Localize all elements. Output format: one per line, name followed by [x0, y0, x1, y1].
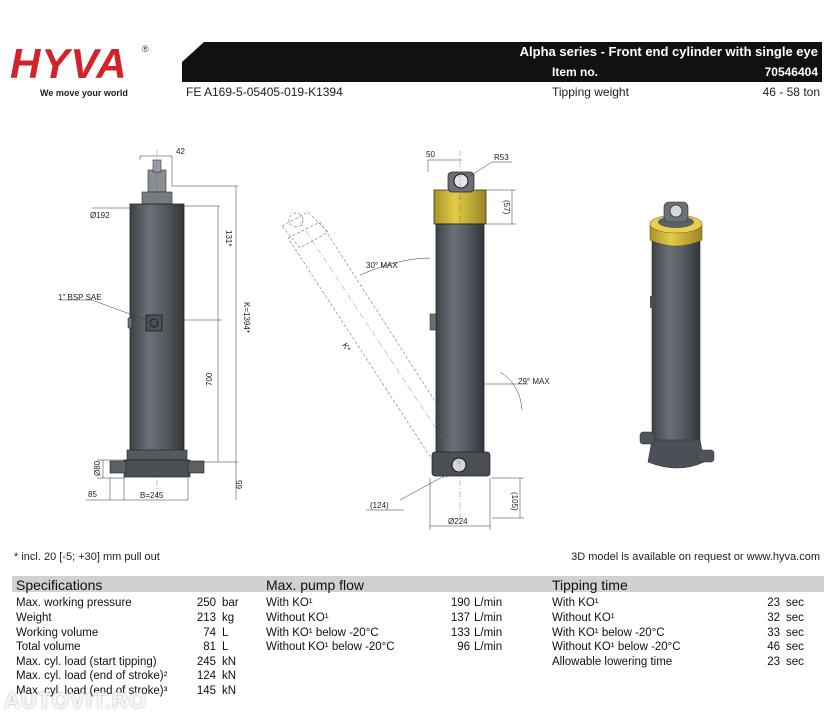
tipping-time-value: 23	[767, 656, 780, 668]
watermark: AUTOVIT.RO	[4, 688, 147, 713]
tipping-time-unit: sec	[786, 597, 804, 609]
spec-value: 250	[196, 597, 216, 609]
spec-unit: kg	[222, 612, 235, 624]
document-title: Alpha series - Front end cylinder with s…	[519, 44, 818, 59]
cylinder-3d-render	[639, 201, 715, 469]
tipping-time-unit: sec	[786, 627, 804, 639]
spec-header-bar	[12, 576, 824, 592]
spec-label: Max. cyl. load (start tipping)	[16, 656, 157, 668]
spec-unit: bar	[222, 597, 239, 609]
pump-flow-unit: L/min	[474, 597, 503, 609]
pump-flow-title: Max. pump flow	[266, 577, 365, 593]
dim-diameter-80: Ø80	[93, 460, 102, 476]
dim-42: 42	[176, 147, 185, 156]
registered-mark: ®	[142, 44, 149, 54]
technical-drawing: 42 Ø192 131* 1" BSP SAE K=1394* 700 Ø80 …	[58, 147, 715, 530]
pump-flow-unit: L/min	[474, 641, 503, 653]
spec-label: Total volume	[16, 641, 81, 653]
item-number-label: Item no.	[552, 65, 599, 79]
spec-value: 124	[196, 670, 216, 682]
spec-label: Max. cyl. load (end of stroke)²	[16, 670, 168, 682]
dim-131: 131*	[224, 230, 233, 246]
tipping-time-unit: sec	[786, 641, 804, 653]
dim-57: (57)	[502, 200, 511, 215]
dim-50: 50	[426, 150, 435, 159]
pump-flow-label: With KO¹ below -20°C	[266, 627, 379, 639]
item-number-value: 70546404	[764, 65, 818, 79]
cylinder-side-dimensions	[359, 159, 528, 530]
tipping-weight-label: Tipping weight	[552, 85, 629, 99]
hyva-logo: HYVA ® We move your world	[10, 40, 160, 100]
dim-diameter-224: Ø224	[448, 517, 468, 526]
dim-65: 65	[235, 480, 244, 489]
spec-value: 213	[196, 612, 216, 624]
dim-diameter-192: Ø192	[90, 211, 110, 220]
dim-85: 85	[88, 490, 97, 499]
pump-flow-label: With KO¹	[266, 597, 313, 609]
tipping-time-value: 23	[767, 597, 780, 609]
tipping-time-title: Tipping time	[552, 577, 628, 593]
bsp-port-label: 1" BSP SAE	[58, 293, 102, 302]
spec-unit: kN	[222, 685, 237, 697]
tipping-time-value: 33	[767, 627, 780, 639]
dim-k-side: K*	[340, 341, 352, 353]
spec-label: Max. working pressure	[16, 597, 132, 609]
brand-tagline: We move your world	[40, 88, 128, 98]
angle-30-max: 30° MAX	[366, 261, 398, 270]
cylinder-side-view	[281, 150, 491, 520]
dim-b-245: B=245	[140, 491, 164, 500]
pull-out-note: * incl. 20 [-5; +30] mm pull out	[14, 551, 160, 563]
spec-unit: kN	[222, 670, 237, 682]
spec-unit: L	[222, 641, 229, 653]
spec-unit: kN	[222, 656, 237, 668]
spec-label: Weight	[16, 612, 52, 624]
pump-flow-unit: L/min	[474, 627, 503, 639]
tipping-time-label: Without KO¹ below -20°C	[552, 641, 681, 653]
spec-label: Working volume	[16, 627, 99, 639]
tipping-time-label: Without KO¹	[552, 612, 615, 624]
spec-value: 81	[203, 641, 216, 653]
pump-flow-value: 96	[457, 641, 470, 653]
spec-value: 74	[203, 627, 216, 639]
spec-value: 145	[196, 685, 216, 697]
cylinder-front-dimensions	[60, 155, 238, 501]
tipping-time-unit: sec	[786, 612, 804, 624]
brand-name: HYVA	[10, 40, 128, 87]
dim-700: 700	[205, 372, 214, 386]
pump-flow-value: 137	[450, 612, 470, 624]
pump-flow-label: Without KO¹ below -20°C	[266, 641, 395, 653]
model-availability-note: 3D model is available on request or www.…	[571, 551, 820, 563]
dim-124: (124)	[370, 501, 389, 510]
pump-flow-unit: L/min	[474, 612, 503, 624]
angle-29-max: 29° MAX	[518, 377, 550, 386]
dim-radius-53: R53	[494, 153, 509, 162]
tipping-time-value: 32	[767, 612, 780, 624]
tipping-time-label: Allowable lowering time	[552, 656, 673, 668]
pump-flow-label: Without KO¹	[266, 612, 329, 624]
title-bar: Alpha series - Front end cylinder with s…	[182, 42, 822, 62]
pump-flow-value: 190	[450, 597, 470, 609]
dim-k-length: K=1394*	[242, 302, 251, 333]
tipping-time-value: 46	[767, 641, 780, 653]
pump-flow-value: 133	[450, 627, 470, 639]
fe-code: FE A169-5-05405-019-K1394	[186, 85, 343, 99]
spec-unit: L	[222, 627, 229, 639]
tipping-time-label: With KO¹ below -20°C	[552, 627, 665, 639]
specifications-title: Specifications	[16, 577, 103, 593]
tipping-weight-value: 46 - 58 ton	[762, 85, 820, 99]
dim-105: (105)	[510, 492, 519, 511]
cylinder-front-view	[109, 150, 205, 500]
tipping-time-unit: sec	[786, 656, 804, 668]
spec-value: 245	[196, 656, 216, 668]
item-bar: Item no. 70546404	[182, 62, 822, 82]
tipping-time-label: With KO¹	[552, 597, 599, 609]
spec-label: Max. cyl. load (end of stroke)³	[16, 685, 168, 697]
